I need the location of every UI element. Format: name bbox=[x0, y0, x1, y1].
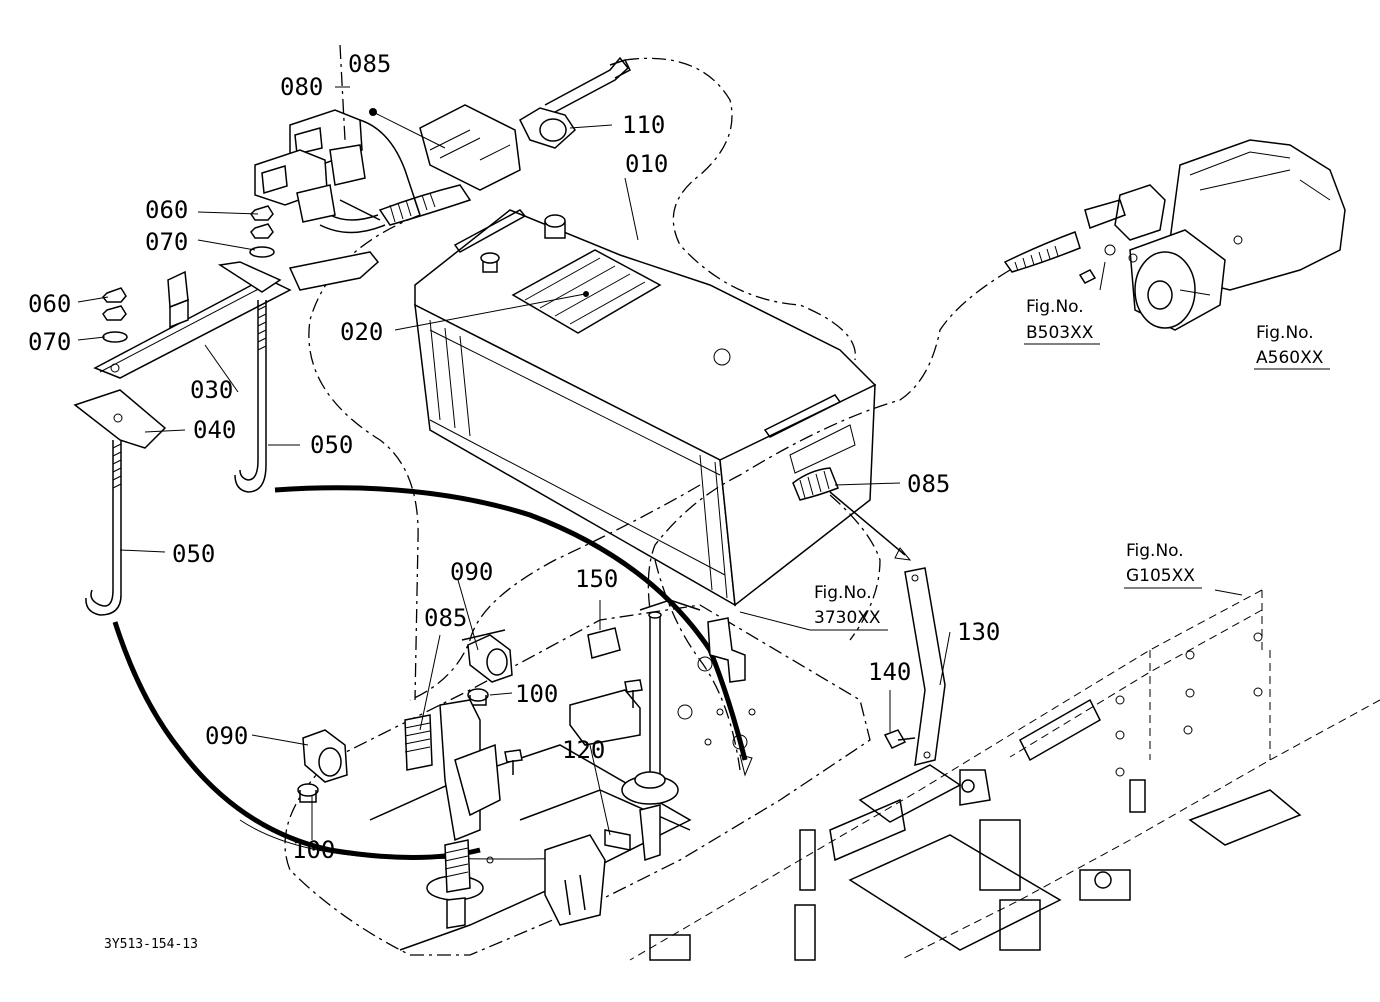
label-070-b: 070 bbox=[28, 328, 71, 356]
label-130: 130 bbox=[957, 618, 1000, 646]
label-140: 140 bbox=[868, 658, 911, 686]
leader-lines bbox=[77, 86, 1243, 840]
label-020: 020 bbox=[340, 318, 383, 346]
battery bbox=[414, 209, 877, 607]
label-060-a: 060 bbox=[145, 196, 188, 224]
part-labels: 085 080 110 010 060 070 060 070 020 030 … bbox=[28, 50, 1000, 864]
svg-text:Fig.No.: Fig.No. bbox=[1026, 297, 1084, 317]
label-040: 040 bbox=[193, 416, 236, 444]
label-050-a: 050 bbox=[310, 431, 353, 459]
label-110: 110 bbox=[622, 111, 665, 139]
label-120: 120 bbox=[562, 736, 605, 764]
lower-hardware bbox=[297, 467, 946, 929]
figure-ref-b503: Fig.No. B503XX bbox=[1024, 297, 1100, 345]
ground-cable bbox=[112, 485, 753, 865]
label-080: 080 bbox=[280, 73, 323, 101]
svg-text:A560XX: A560XX bbox=[1256, 348, 1324, 368]
figure-ref-a560: Fig.No. A560XX bbox=[1254, 323, 1330, 370]
label-150: 150 bbox=[575, 565, 618, 593]
starter-motor bbox=[1003, 139, 1346, 331]
label-070-a: 070 bbox=[145, 228, 188, 256]
frame-chassis bbox=[629, 589, 1380, 961]
label-090-b: 090 bbox=[205, 722, 248, 750]
drawing-code: 3Y513-154-13 bbox=[104, 937, 198, 952]
figure-references: Fig.No. B503XX Fig.No. A560XX Fig.No. 37… bbox=[810, 297, 1330, 631]
svg-text:3730XX: 3730XX bbox=[814, 608, 881, 628]
label-050-b: 050 bbox=[172, 540, 215, 568]
svg-text:B503XX: B503XX bbox=[1026, 323, 1094, 343]
cable-routes bbox=[308, 44, 1011, 771]
svg-text:G105XX: G105XX bbox=[1126, 566, 1195, 586]
label-100-b: 100 bbox=[292, 836, 335, 864]
label-085-mid: 085 bbox=[424, 604, 467, 632]
label-010: 010 bbox=[625, 150, 668, 178]
figure-ref-g105: Fig.No. G105XX bbox=[1124, 541, 1202, 589]
label-085-top: 085 bbox=[348, 50, 391, 78]
svg-text:Fig.No.: Fig.No. bbox=[1256, 323, 1314, 343]
label-085-right: 085 bbox=[907, 470, 950, 498]
label-030: 030 bbox=[190, 376, 233, 404]
label-090-a: 090 bbox=[450, 558, 493, 586]
figure-ref-3730: Fig.No. 3730XX bbox=[810, 583, 888, 631]
positive-cable-assembly bbox=[254, 56, 631, 234]
battery-clamp-assembly bbox=[73, 205, 380, 616]
label-060-b: 060 bbox=[28, 290, 71, 318]
svg-text:Fig.No.: Fig.No. bbox=[814, 583, 872, 603]
svg-text:Fig.No.: Fig.No. bbox=[1126, 541, 1184, 561]
label-100-a: 100 bbox=[515, 680, 558, 708]
